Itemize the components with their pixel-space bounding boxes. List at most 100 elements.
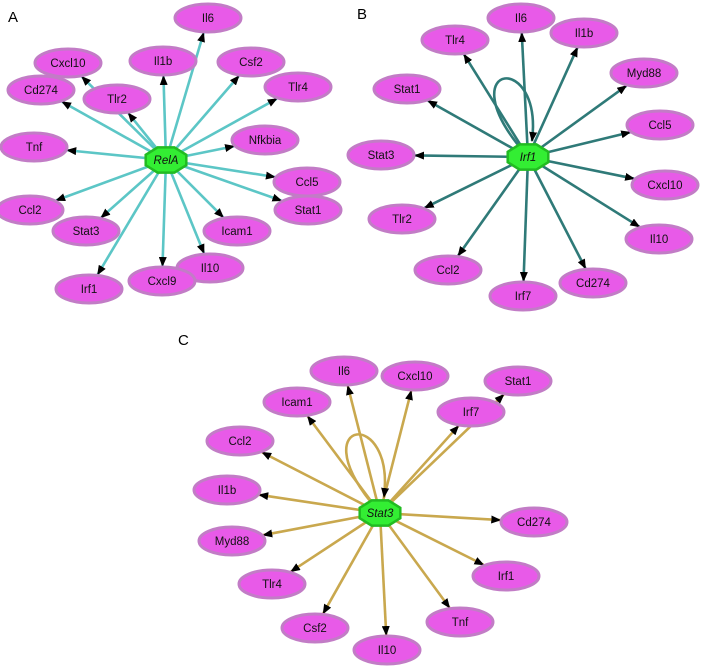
node-label-tlr2: Tlr2	[107, 94, 127, 106]
node-label-cxcl9: Cxcl9	[148, 276, 177, 288]
node-label-irf7: Irf7	[463, 407, 480, 419]
edges-layer	[55, 31, 641, 637]
hub-node-rela	[144, 146, 188, 174]
node-label-myd88: Myd88	[215, 536, 250, 548]
node-label-cd274: Cd274	[576, 278, 610, 290]
node-label-stat3: Stat3	[368, 150, 395, 162]
node-irf7	[488, 280, 558, 312]
node-tlr2	[367, 203, 437, 235]
node-nfkbia	[230, 124, 300, 156]
edge-rela-to-cd274	[61, 100, 167, 162]
edge-stat3-to-il10	[378, 512, 390, 637]
node-label-stat3: Stat3	[73, 226, 100, 238]
node-label-tlr4: Tlr4	[288, 82, 308, 94]
node-label-tlr2: Tlr2	[392, 214, 412, 226]
node-cd274	[499, 506, 569, 538]
node-label-il6: Il6	[515, 13, 527, 25]
node-il6	[309, 355, 379, 387]
node-csf2	[216, 46, 286, 78]
edge-rela-to-il6	[164, 31, 205, 161]
node-tlr4	[420, 24, 490, 56]
node-label-il6: Il6	[338, 366, 350, 378]
node-cd274	[558, 267, 628, 299]
node-il10	[352, 634, 422, 666]
node-label-tlr4: Tlr4	[262, 579, 282, 591]
hub-node-stat3	[358, 499, 402, 527]
node-label-icam1: Icam1	[221, 226, 252, 238]
node-irf1	[54, 273, 124, 305]
node-ccl5	[625, 109, 695, 141]
node-cd274	[6, 74, 76, 106]
node-myd88	[197, 525, 267, 557]
node-stat3	[51, 215, 121, 247]
node-ccl2	[205, 425, 275, 457]
edge-irf1-to-stat1	[427, 99, 529, 159]
node-label-ccl5: Ccl5	[648, 120, 671, 132]
edge-rela-to-il10	[164, 159, 206, 255]
node-cxcl9	[127, 265, 197, 297]
node-stat1	[372, 73, 442, 105]
node-tnf	[0, 131, 69, 163]
node-tnf	[425, 606, 495, 638]
node-label-tnf: Tnf	[26, 142, 43, 154]
node-il1b	[128, 45, 198, 77]
panel-letter-c: C	[178, 332, 189, 349]
node-myd88	[609, 57, 679, 89]
node-il6	[486, 2, 556, 34]
edge-stat3-to-csf2	[322, 512, 382, 615]
node-label-tnf: Tnf	[452, 617, 469, 629]
edge-stat3-to-irf7	[379, 425, 460, 514]
node-il1b	[192, 474, 262, 506]
node-icam1	[202, 215, 272, 247]
node-tlr2	[82, 83, 152, 115]
node-label-cxcl10: Cxcl10	[397, 371, 432, 383]
node-label-ccl2: Ccl2	[18, 205, 41, 217]
node-label-csf2: Csf2	[303, 623, 327, 635]
node-ccl2	[413, 254, 483, 286]
edge-stat3-to-il6	[346, 384, 382, 514]
edge-rela-to-cxcl9	[158, 159, 168, 268]
edge-irf1-to-cd274	[526, 156, 587, 270]
node-cxcl10	[630, 169, 700, 201]
node-label-tlr4: Tlr4	[445, 35, 465, 47]
edge-rela-to-irf1	[96, 159, 168, 276]
hub-node-irf1	[506, 143, 550, 171]
node-icam1	[262, 386, 332, 418]
node-stat3	[346, 139, 416, 171]
node-cxcl10	[380, 360, 450, 392]
node-tlr4	[237, 568, 307, 600]
node-label-cxcl10: Cxcl10	[50, 58, 85, 70]
node-label-cxcl10: Cxcl10	[647, 180, 682, 192]
node-label-il10: Il10	[378, 645, 397, 657]
node-label-nfkbia: Nfkbia	[249, 135, 282, 147]
node-stat1	[483, 365, 553, 397]
self-loop-stat3	[345, 433, 390, 502]
node-il1b	[549, 17, 619, 49]
hub-label-stat3: Stat3	[367, 508, 394, 520]
edge-irf1-to-il6	[518, 31, 530, 158]
node-label-myd88: Myd88	[627, 68, 662, 80]
node-il10	[624, 223, 694, 255]
node-label-irf7: Irf7	[515, 291, 532, 303]
node-label-irf1: Irf1	[81, 284, 98, 296]
hub-label-irf1: Irf1	[520, 152, 537, 164]
edge-rela-to-csf2	[165, 75, 240, 161]
edge-rela-to-tlr4	[165, 97, 278, 162]
node-label-il1b: Il1b	[154, 56, 173, 68]
node-label-il6: Il6	[202, 13, 214, 25]
edge-rela-to-il1b	[159, 74, 168, 161]
node-label-cd274: Cd274	[517, 517, 551, 529]
node-label-ccl2: Ccl2	[436, 265, 459, 277]
node-label-il1b: Il1b	[575, 28, 594, 40]
node-tlr4	[263, 71, 333, 103]
node-label-irf1: Irf1	[498, 571, 515, 583]
node-label-ccl2: Ccl2	[228, 436, 251, 448]
edge-stat3-to-tnf	[378, 512, 451, 609]
hub-label-rela: RelA	[154, 155, 179, 167]
edge-stat3-to-ccl2	[261, 451, 381, 515]
node-label-il10: Il10	[650, 234, 669, 246]
edge-irf1-to-irf7	[519, 156, 530, 283]
